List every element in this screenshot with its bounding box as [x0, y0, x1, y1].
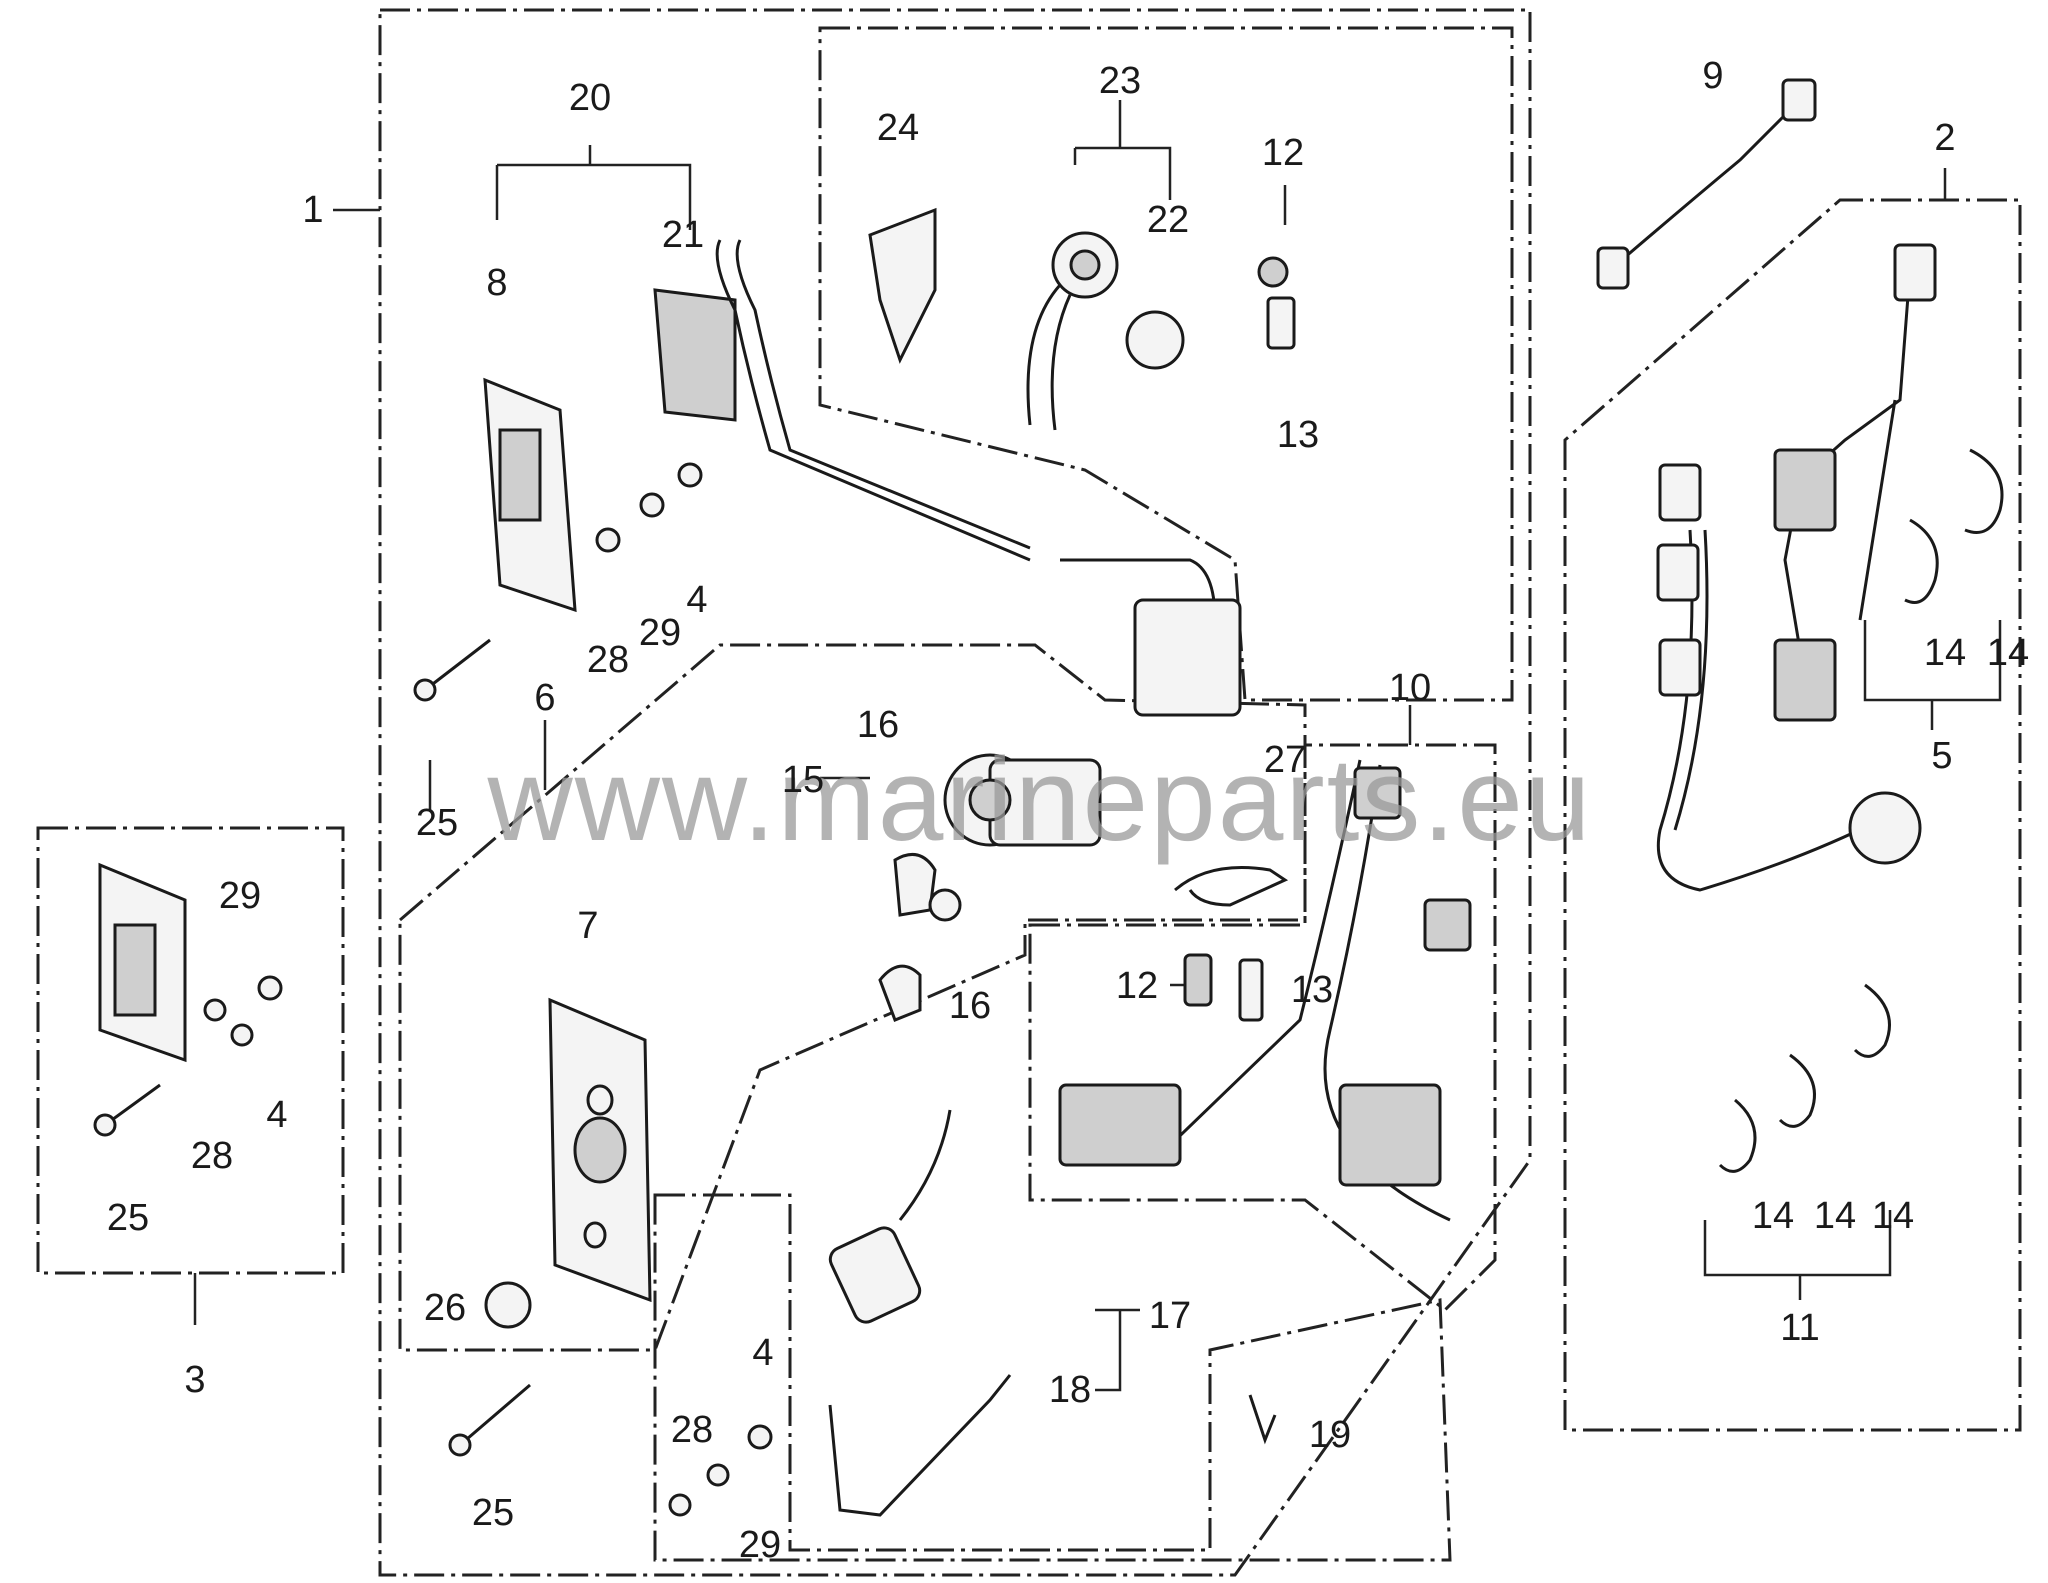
callout-14c: 14: [1752, 1195, 1794, 1237]
callout-1: 1: [302, 189, 323, 231]
key-16b: [878, 964, 922, 1022]
lanyard-18: [828, 1374, 1012, 1517]
callout-10: 10: [1389, 667, 1431, 709]
callout-21: 21: [662, 214, 704, 256]
callout-15: 15: [782, 759, 824, 801]
main-assembly-boundary: [378, 8, 1532, 1577]
callout-25b: 25: [472, 1492, 514, 1534]
ignition-group-boundary: [398, 643, 1307, 1352]
right-kit-boundary: [1563, 198, 2022, 1432]
callout-12a: 12: [1262, 132, 1304, 174]
callout-25a: 25: [416, 802, 458, 844]
harness-9: [1609, 108, 1792, 272]
callout-12b: 12: [1116, 965, 1158, 1007]
spacer-13: [1266, 296, 1296, 350]
watermark-text: www.marineparts.eu: [487, 734, 1593, 866]
switch-21: [653, 288, 737, 422]
switch-17: [828, 1226, 922, 1324]
screw-25-upper: [424, 638, 491, 692]
harness-boundary: [1028, 743, 1497, 1313]
callout-6: 6: [534, 677, 555, 719]
callout-14a: 14: [1924, 632, 1966, 674]
callout-29a: 29: [639, 612, 681, 654]
callout-26: 26: [424, 1287, 466, 1329]
choke-group-boundary: [653, 1193, 1452, 1562]
bracket-24: [868, 207, 937, 364]
nut-26: [484, 1281, 532, 1329]
callout-2: 2: [1934, 117, 1955, 159]
callout-28a: 28: [587, 639, 629, 681]
callout-17: 17: [1149, 1295, 1191, 1337]
screw-12: [1257, 256, 1289, 288]
callout-11: 11: [1780, 1307, 1819, 1349]
callout-19: 19: [1309, 1414, 1351, 1456]
callout-20: 20: [569, 77, 611, 119]
callout-18: 18: [1049, 1369, 1091, 1411]
callout-13a: 13: [1277, 414, 1319, 456]
callout-5: 5: [1931, 735, 1952, 777]
callout-8: 8: [486, 262, 507, 304]
callout-14d: 14: [1814, 1195, 1856, 1237]
callout-14e: 14: [1872, 1195, 1914, 1237]
callout-24: 24: [877, 107, 919, 149]
callout-16a: 16: [857, 704, 899, 746]
part-shapes: [93, 78, 2004, 1517]
callout-14b: 14: [1987, 632, 2029, 674]
callout-7: 7: [577, 905, 598, 947]
callout-27: 27: [1264, 739, 1306, 781]
callout-4b: 4: [752, 1332, 773, 1374]
callout-4c: 4: [266, 1094, 287, 1136]
callout-4a: 4: [686, 579, 707, 621]
callout-16b: 16: [949, 985, 991, 1027]
clip-19: [1248, 1394, 1277, 1445]
callout-3: 3: [184, 1359, 205, 1401]
callout-28b: 28: [671, 1409, 713, 1451]
callout-22: 22: [1147, 199, 1189, 241]
callout-29b: 29: [739, 1524, 781, 1566]
callout-23: 23: [1099, 60, 1141, 102]
cap-22: [1125, 310, 1185, 370]
callout-13b: 13: [1291, 969, 1333, 1011]
connector-bundle: [1133, 598, 1242, 717]
callout-25c: 25: [107, 1197, 149, 1239]
callout-28c: 28: [191, 1135, 233, 1177]
callout-29c: 29: [219, 875, 261, 917]
callout-9: 9: [1702, 55, 1723, 97]
clip-27: [1174, 866, 1289, 907]
left-kit-boundary: [36, 826, 345, 1275]
callout-labels: 1 20 8 21 28 29 4 6 25 24 23 22 12 13 10…: [107, 55, 2029, 1566]
screw-25-lower: [459, 1383, 531, 1447]
